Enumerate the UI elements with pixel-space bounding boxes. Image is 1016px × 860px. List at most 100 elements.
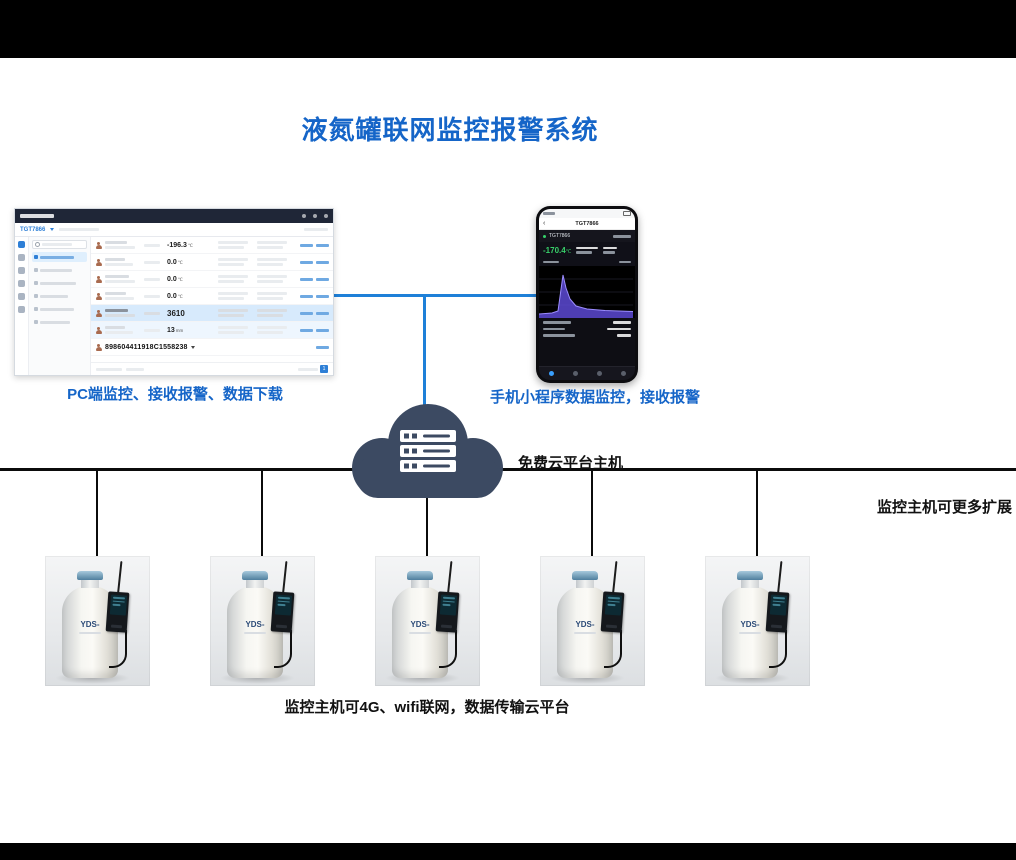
- tank-neck: [411, 579, 429, 588]
- user-icon: [95, 292, 102, 300]
- tank-brand-label: YDS-: [245, 620, 265, 629]
- pc-data-table: -196.3℃ 0.0℃: [91, 237, 333, 375]
- tank-photo: YDS-: [45, 556, 150, 686]
- battery-icon: [623, 211, 631, 216]
- phone-caption: 手机小程序数据监控，接收报警: [489, 389, 700, 406]
- tank-model-text: [739, 632, 761, 634]
- phone-screen: ‹ TGT7866 TGT7866 -170.4℃: [539, 209, 635, 380]
- user-icon: [95, 343, 102, 351]
- tank-cap: [242, 571, 268, 580]
- alarm-icon: [18, 267, 25, 274]
- tank-cap: [407, 571, 433, 580]
- pc-app-header: [15, 209, 333, 223]
- tank-photo: YDS-: [540, 556, 645, 686]
- tank-photo: YDS-: [375, 556, 480, 686]
- antenna-icon: [777, 561, 783, 595]
- tank-neck: [576, 579, 594, 588]
- row-actions: [300, 328, 329, 332]
- cloud-icon: [352, 404, 503, 498]
- metric-text: [576, 251, 593, 254]
- back-icon: ‹: [543, 220, 546, 227]
- user-icon: [95, 309, 102, 317]
- range-selector: [619, 260, 631, 264]
- item-label: [40, 268, 72, 272]
- device-list-item: [32, 252, 87, 262]
- device-button: [440, 624, 453, 629]
- metric-text: [603, 246, 618, 249]
- phone-tab-bar: [539, 366, 635, 380]
- server-rack-icon: [400, 430, 456, 472]
- settings-icon: [18, 306, 25, 313]
- tank-brand-label: YDS-: [80, 620, 100, 629]
- pc-device-list-panel: [29, 237, 91, 375]
- tank-drop-line: [426, 470, 428, 557]
- chart-tab-icon: [572, 371, 578, 376]
- device-list-item: [32, 317, 87, 327]
- cloud-caption: 免费云平台主机: [518, 455, 624, 472]
- user-icon: [95, 241, 102, 249]
- phone-temperature-chart: [539, 266, 635, 318]
- total-count-text: [298, 367, 318, 371]
- phone-app-header: ‹ TGT7866: [539, 218, 635, 230]
- tank-model-text: [409, 632, 431, 634]
- bottom-caption: 监控主机可4G、wifi联网，数据传输云平台: [284, 699, 570, 716]
- clock-text: [543, 212, 555, 215]
- search-input: [32, 240, 87, 249]
- phone-device-title: TGT7866: [575, 220, 599, 227]
- sensor-value: 0.0℃: [167, 292, 183, 300]
- item-label: [40, 255, 74, 259]
- profile-tab-icon: [620, 371, 626, 376]
- row-actions: [300, 311, 329, 315]
- connector-pc-phone: [334, 294, 538, 297]
- footer-text: [126, 367, 144, 371]
- tank-cap: [77, 571, 103, 580]
- device-button: [605, 624, 618, 629]
- phone-chart-toolbar: [539, 258, 635, 266]
- device-icon: [34, 307, 38, 311]
- user-icon: [95, 258, 102, 266]
- expand-caption: 监控主机可更多扩展: [876, 499, 1012, 516]
- tank-model-text: [574, 632, 596, 634]
- tank-drop-line: [591, 470, 593, 557]
- monitor-device: [765, 591, 790, 633]
- device-name-text: TGT7866: [549, 233, 571, 239]
- metric-text: [576, 246, 599, 249]
- alarm-tab-icon: [596, 371, 602, 376]
- table-row: 0.0℃: [91, 288, 333, 305]
- tank-brand-label: YDS-: [740, 620, 760, 629]
- pc-dashboard-screenshot: TGT7866: [14, 208, 334, 376]
- search-icon: [35, 242, 40, 247]
- metric-text: [603, 251, 616, 254]
- tank-photo: YDS-: [705, 556, 810, 686]
- sensor-cable: [604, 630, 622, 668]
- device-button: [110, 624, 123, 629]
- tank-drop-line: [756, 470, 758, 557]
- cloud-server: [340, 392, 515, 512]
- sensor-value: 0.0℃: [167, 275, 183, 283]
- chart-svg: [539, 274, 634, 318]
- device-screen: [109, 594, 127, 616]
- user-avatar-icon: [313, 214, 317, 218]
- tank-model-text: [244, 632, 266, 634]
- tank-neck: [246, 579, 264, 588]
- device-list-item: [32, 291, 87, 301]
- bottom-black-bar: [0, 843, 1016, 860]
- table-row: -196.3℃: [91, 237, 333, 254]
- tank-brand-label: YDS-: [410, 620, 430, 629]
- table-row: 13mm: [91, 322, 333, 339]
- device-icon: [34, 320, 38, 324]
- tank-drop-line: [96, 470, 98, 557]
- table-row-device-id: 898604411918C1558238: [91, 339, 333, 356]
- connector-to-cloud: [423, 294, 426, 412]
- table-row: 0.0℃: [91, 271, 333, 288]
- tank-drop-line: [261, 470, 263, 557]
- sensor-cable: [769, 630, 787, 668]
- item-label: [40, 307, 74, 311]
- monitor-device: [105, 591, 130, 633]
- chevron-down-icon: [190, 345, 195, 349]
- settings-icon: [324, 214, 328, 218]
- device-list-item: [32, 278, 87, 288]
- sensor-cable: [439, 630, 457, 668]
- device-id: 898604411918C1558238: [105, 343, 188, 351]
